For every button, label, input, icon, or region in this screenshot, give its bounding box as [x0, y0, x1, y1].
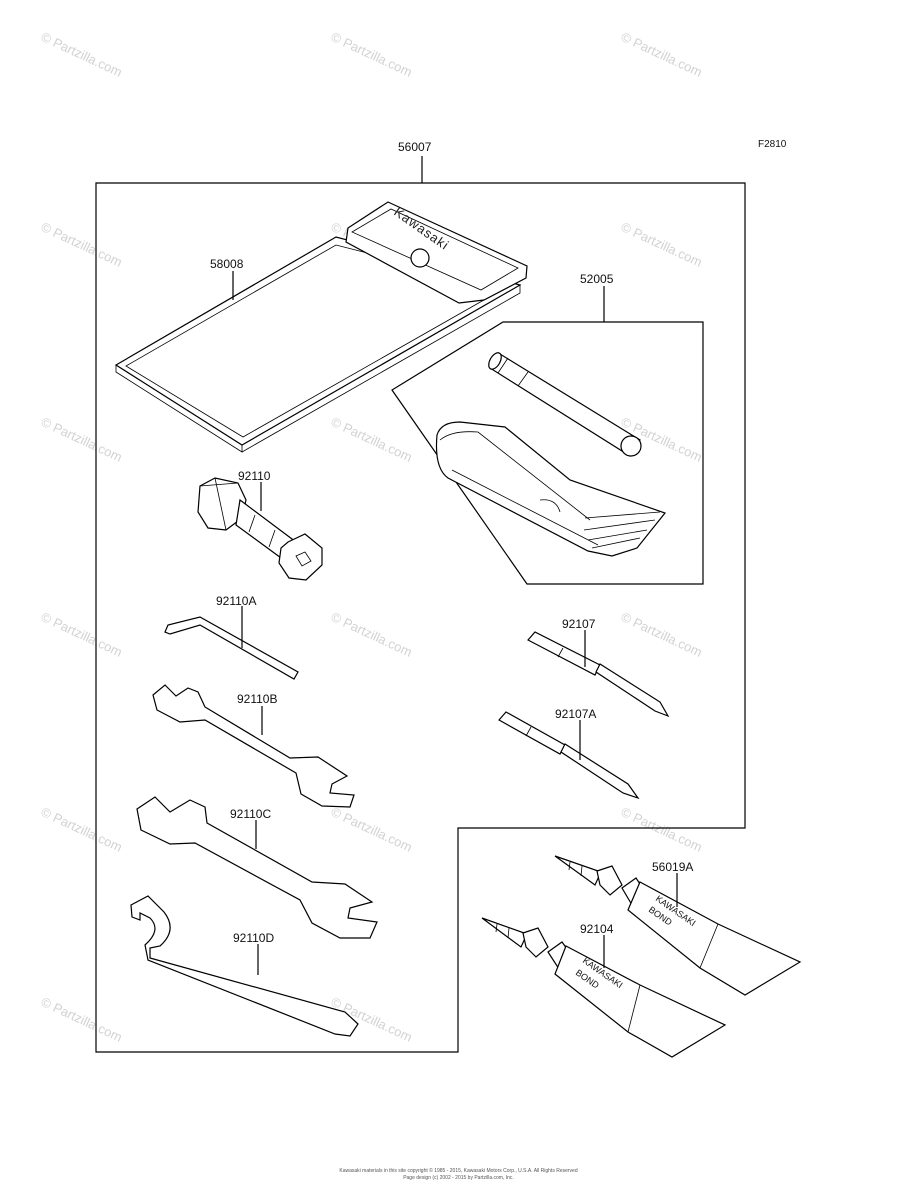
watermark: © Partzilla.com: [619, 29, 705, 80]
part-label-92110[interactable]: 92110: [238, 469, 271, 483]
part-label-92104[interactable]: 92104: [580, 922, 614, 936]
bond-tube-a[interactable]: [554, 855, 802, 996]
hex-key[interactable]: [164, 616, 299, 680]
plug-wrench[interactable]: [197, 477, 323, 581]
watermark: © Partzilla.com: [329, 29, 415, 80]
pouch-snap-button: [410, 248, 430, 268]
watermark: © Partzilla.com: [329, 804, 415, 855]
watermark: © Partzilla.com: [39, 414, 125, 465]
watermark: © Partzilla.com: [39, 29, 125, 80]
part-label-92107A[interactable]: 92107A: [555, 707, 596, 721]
bond-tube[interactable]: [481, 917, 727, 1058]
part-label-56019A[interactable]: 56019A: [652, 860, 693, 874]
tool-kit-outline: [95, 182, 746, 1053]
part-label-92110C[interactable]: 92110C: [230, 807, 271, 821]
page-design-line: Page design (c) 2002 - 2015 by Partzilla…: [403, 1175, 514, 1181]
watermark: © Partzilla.com: [39, 994, 125, 1045]
watermark: © Partzilla.com: [329, 609, 415, 660]
watermark: © Partzilla.com: [329, 414, 415, 465]
wrench-c[interactable]: [136, 796, 378, 939]
part-label-92110B[interactable]: 92110B: [237, 692, 277, 706]
tube-tool[interactable]: [435, 351, 666, 557]
screwdriver-a[interactable]: [498, 711, 640, 800]
tube-tool-outline: [391, 321, 704, 585]
part-label-52005[interactable]: 52005: [580, 272, 614, 286]
watermark: © Partzilla.com: [619, 804, 705, 855]
tool-pouch[interactable]: [114, 201, 528, 453]
hook-wrench[interactable]: [130, 895, 359, 1037]
copyright-line: Kawasaki materials in this site copyrigh…: [339, 1168, 578, 1174]
part-label-92110D[interactable]: 92110D: [233, 931, 274, 945]
watermark: © Partzilla.com: [39, 609, 125, 660]
part-label-56007[interactable]: 56007: [398, 140, 432, 154]
watermark: © Partzilla.com: [619, 219, 705, 270]
figure-code: F2810: [758, 139, 787, 150]
part-label-58008[interactable]: 58008: [210, 257, 244, 271]
screwdriver[interactable]: [527, 631, 670, 718]
watermark: © Partzilla.com: [39, 219, 125, 270]
wrench-b[interactable]: [152, 684, 355, 808]
watermark: © Partzilla.com: [39, 804, 125, 855]
part-label-92107[interactable]: 92107: [562, 617, 596, 631]
watermark: © Partzilla.com: [619, 609, 705, 660]
part-label-92110A[interactable]: 92110A: [216, 594, 256, 608]
